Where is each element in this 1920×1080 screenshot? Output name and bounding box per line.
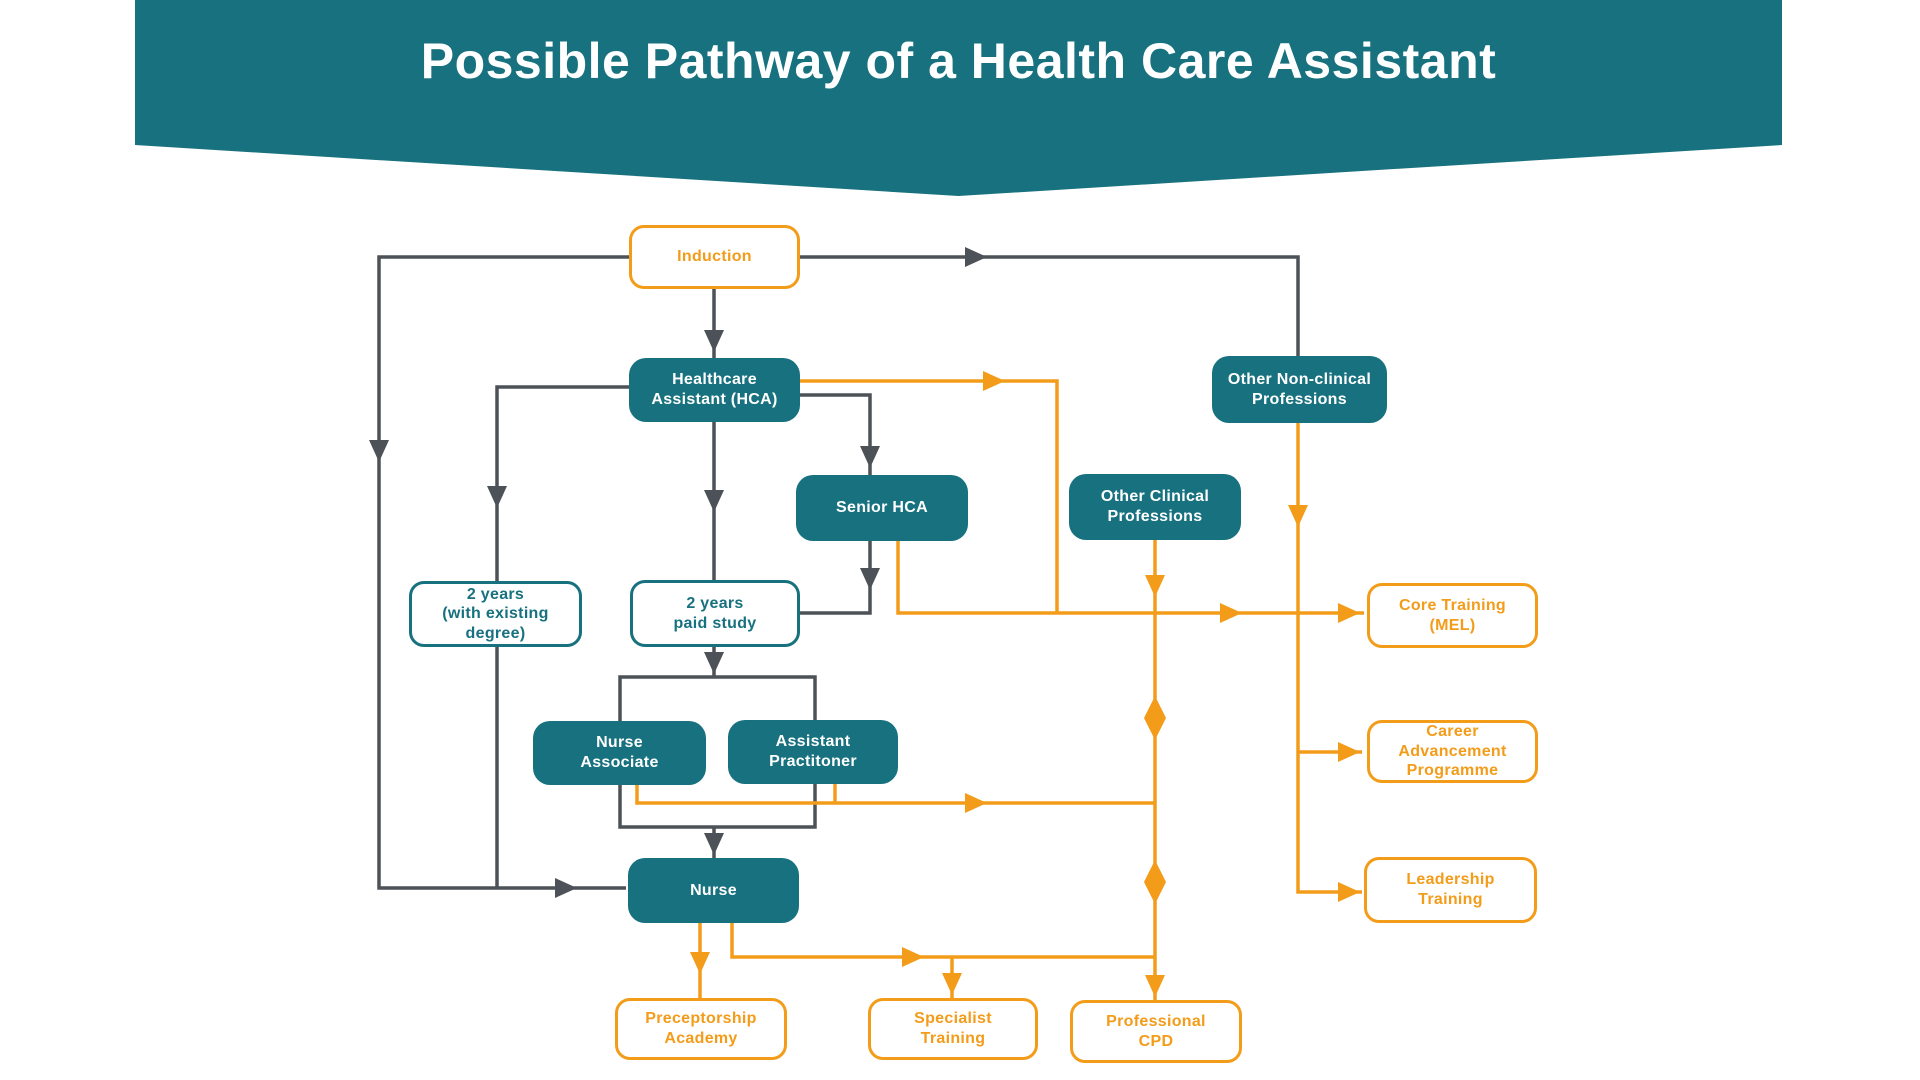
node-induction: Induction bbox=[629, 225, 800, 289]
arrow-right-icon bbox=[1220, 603, 1242, 623]
node-two-years-existing-degree: 2 years (with existing degree) bbox=[409, 581, 582, 647]
connector-induction-to-hca bbox=[704, 289, 724, 358]
node-label: Senior HCA bbox=[836, 499, 928, 517]
node-assistant-practitioner: Assistant Practitoner bbox=[728, 720, 898, 784]
connector-nurse-to-specialist-and-cpd bbox=[730, 923, 1155, 998]
node-specialist-training: Specialist Training bbox=[868, 998, 1038, 1060]
node-label: Nurse Associate bbox=[580, 734, 659, 771]
connector-hca-right-down bbox=[800, 371, 1059, 613]
node-label: Specialist Training bbox=[914, 1010, 992, 1047]
connector-associates-join-right bbox=[635, 784, 1155, 813]
arrow-down-icon bbox=[690, 952, 710, 974]
node-senior-hca: Senior HCA bbox=[796, 475, 968, 541]
node-label: Assistant Practitoner bbox=[769, 733, 857, 770]
connector-other-non-clinical-to-leadership bbox=[1288, 423, 1362, 902]
arrow-down-icon bbox=[369, 440, 389, 462]
node-label: Other Clinical Professions bbox=[1100, 488, 1210, 525]
arrow-right-icon bbox=[555, 878, 577, 898]
node-healthcare-assistant: Healthcare Assistant (HCA) bbox=[629, 358, 800, 422]
node-career-advancement-programme: Career Advancement Programme bbox=[1367, 720, 1538, 783]
connector-branch-to-career-advancement bbox=[1298, 742, 1362, 762]
arrow-right-icon bbox=[1338, 603, 1360, 623]
arrow-right-icon bbox=[983, 371, 1005, 391]
node-two-years-paid-study: 2 years paid study bbox=[630, 580, 800, 647]
connector-hca-to-senior-hca bbox=[800, 393, 880, 475]
arrow-right-icon bbox=[1338, 742, 1360, 762]
arrow-right-icon bbox=[965, 793, 987, 813]
arrow-right-icon bbox=[1338, 882, 1360, 902]
node-label: 2 years (with existing degree) bbox=[442, 585, 549, 642]
arrow-down-icon bbox=[704, 833, 724, 855]
connector-induction-to-other-non-clinical bbox=[800, 247, 1300, 356]
arrow-down-icon bbox=[704, 652, 724, 674]
node-nurse-associate: Nurse Associate bbox=[533, 721, 706, 785]
node-other-clinical-professions: Other Clinical Professions bbox=[1069, 474, 1241, 540]
node-label: Other Non-clinical Professions bbox=[1227, 370, 1372, 408]
node-nurse: Nurse bbox=[628, 858, 799, 923]
node-professional-cpd: Professional CPD bbox=[1070, 1000, 1242, 1063]
arrow-down-icon bbox=[704, 330, 724, 352]
arrow-down-icon bbox=[1288, 505, 1308, 527]
node-core-training: Core Training (MEL) bbox=[1367, 583, 1538, 648]
arrow-down-icon bbox=[487, 486, 507, 508]
node-other-non-clinical-professions: Other Non-clinical Professions bbox=[1212, 356, 1387, 423]
arrow-down-icon bbox=[1145, 975, 1165, 997]
connector-senior-hca-to-two-years-paid bbox=[800, 541, 880, 615]
node-label: 2 years paid study bbox=[673, 594, 757, 632]
node-label: Healthcare Assistant (HCA) bbox=[651, 371, 778, 408]
connector-other-clinical-to-professional-cpd bbox=[1144, 540, 1166, 1000]
arrow-down-icon bbox=[860, 568, 880, 590]
connector-senior-hca-to-core-training bbox=[896, 541, 1364, 623]
connector-bracket-to-nurse bbox=[704, 827, 724, 858]
arrow-right-icon bbox=[902, 947, 924, 967]
diamond-icon bbox=[1144, 696, 1166, 740]
connector-nurse-to-preceptorship bbox=[690, 923, 710, 998]
connector-hca-to-two-years-degree bbox=[487, 385, 629, 581]
connector-induction-left-to-nurse bbox=[369, 255, 629, 898]
node-label: Leadership Training bbox=[1406, 871, 1495, 908]
diamond-icon bbox=[1144, 860, 1166, 904]
node-label: Professional CPD bbox=[1106, 1012, 1206, 1050]
node-label: Induction bbox=[677, 248, 752, 266]
node-label: Career Advancement Programme bbox=[1398, 723, 1507, 780]
node-label: Preceptorship Academy bbox=[645, 1010, 757, 1047]
node-label: Nurse bbox=[690, 881, 737, 899]
arrow-down-icon bbox=[942, 973, 962, 995]
node-leadership-training: Leadership Training bbox=[1364, 857, 1537, 923]
arrow-down-icon bbox=[704, 490, 724, 512]
arrow-down-icon bbox=[860, 446, 880, 468]
node-label: Core Training (MEL) bbox=[1398, 596, 1507, 634]
connector-hca-to-two-years-paid bbox=[704, 422, 724, 580]
connector-two-years-paid-to-bracket bbox=[704, 647, 724, 677]
arrow-down-icon bbox=[1145, 575, 1165, 597]
page-title: Possible Pathway of a Health Care Assist… bbox=[420, 33, 1497, 89]
arrow-right-icon bbox=[965, 247, 987, 267]
node-preceptorship-academy: Preceptorship Academy bbox=[615, 998, 787, 1060]
